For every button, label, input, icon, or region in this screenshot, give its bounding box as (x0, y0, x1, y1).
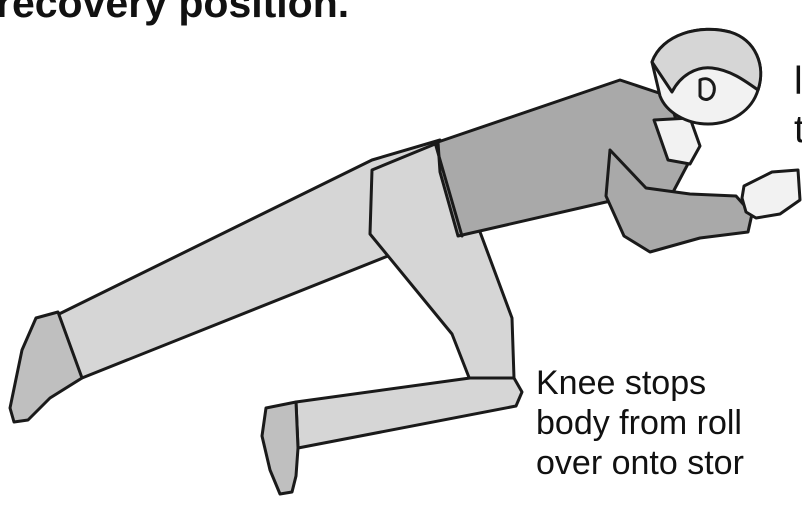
ear (700, 79, 714, 100)
front-shoe (262, 402, 298, 494)
hand (742, 170, 800, 218)
front-shin (296, 378, 522, 448)
